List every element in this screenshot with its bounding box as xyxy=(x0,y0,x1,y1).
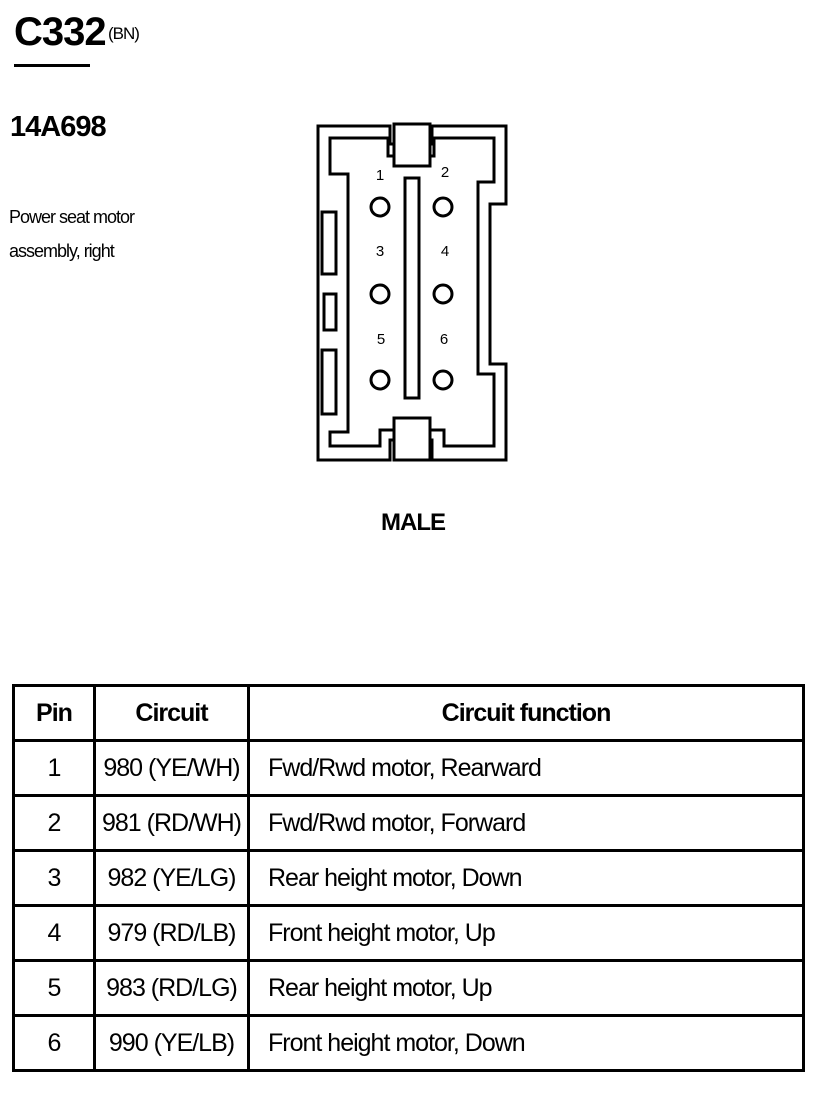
table-header-row: Pin Circuit Circuit function xyxy=(12,684,805,742)
side-tab-lower xyxy=(320,348,338,416)
column-header-circuit-function: Circuit function xyxy=(247,684,805,742)
pin-cavity-6 xyxy=(432,369,454,391)
bottom-latch-key xyxy=(392,416,432,462)
circuit-cell: 979 (RD/LB) xyxy=(93,904,250,962)
side-tab-middle xyxy=(322,292,338,332)
column-header-circuit: Circuit xyxy=(93,684,250,742)
pin-cell: 3 xyxy=(12,849,96,907)
table-row: 1 980 (YE/WH) Fwd/Rwd motor, Rearward xyxy=(12,739,805,797)
pin-number-label-5: 5 xyxy=(377,331,385,348)
component-description-line-2: assembly, right xyxy=(9,241,115,261)
circuit-cell: 982 (YE/LG) xyxy=(93,849,250,907)
pin-cell: 2 xyxy=(12,794,96,852)
pin-number-label-2: 2 xyxy=(441,164,449,181)
table-row: 2 981 (RD/WH) Fwd/Rwd motor, Forward xyxy=(12,794,805,852)
pin-cell: 4 xyxy=(12,904,96,962)
connector-gender-label: MALE xyxy=(381,509,446,536)
pin-number-label-6: 6 xyxy=(440,331,448,348)
pin-cavity-3 xyxy=(369,283,391,305)
connector-inner-outline xyxy=(328,136,496,448)
pin-cavity-4 xyxy=(432,283,454,305)
pin-number-label-3: 3 xyxy=(376,243,384,260)
part-number: 14A698 xyxy=(10,111,107,143)
pin-number-label-1: 1 xyxy=(376,167,384,184)
circuit-cell: 980 (YE/WH) xyxy=(93,739,250,797)
pin-cell: 6 xyxy=(12,1014,96,1072)
connector-face-diagram: 1 2 3 4 5 6 xyxy=(316,122,508,462)
pin-cavity-2 xyxy=(432,196,454,218)
pin-cavity-5 xyxy=(369,369,391,391)
circuit-function-cell: Front height motor, Down xyxy=(247,1014,805,1072)
table-row: 6 990 (YE/LB) Front height motor, Down xyxy=(12,1014,805,1072)
circuit-function-cell: Rear height motor, Up xyxy=(247,959,805,1017)
connector-color: (BN) xyxy=(108,24,140,43)
circuit-function-cell: Front height motor, Up xyxy=(247,904,805,962)
pin-cell: 5 xyxy=(12,959,96,1017)
circuit-function-cell: Rear height motor, Down xyxy=(247,849,805,907)
circuit-function-cell: Fwd/Rwd motor, Rearward xyxy=(247,739,805,797)
pin-cavity-1 xyxy=(369,196,391,218)
circuit-function-cell: Fwd/Rwd motor, Forward xyxy=(247,794,805,852)
top-latch-key xyxy=(392,122,432,168)
center-rib xyxy=(403,176,421,400)
table-row: 5 983 (RD/LG) Rear height motor, Up xyxy=(12,959,805,1017)
pin-cell: 1 xyxy=(12,739,96,797)
table-row: 4 979 (RD/LB) Front height motor, Up xyxy=(12,904,805,962)
pin-circuit-table: Pin Circuit Circuit function 1 980 (YE/W… xyxy=(12,684,805,1072)
side-tab-upper xyxy=(320,210,338,276)
circuit-cell: 981 (RD/WH) xyxy=(93,794,250,852)
circuit-cell: 990 (YE/LB) xyxy=(93,1014,250,1072)
column-header-pin: Pin xyxy=(12,684,96,742)
component-description: Power seat motor assembly, right xyxy=(9,200,159,268)
title-underline xyxy=(14,64,90,67)
circuit-cell: 983 (RD/LG) xyxy=(93,959,250,1017)
table-row: 3 982 (YE/LG) Rear height motor, Down xyxy=(12,849,805,907)
component-description-line-1: Power seat motor xyxy=(9,207,135,227)
pin-number-label-4: 4 xyxy=(441,243,449,260)
connector-id: C332 xyxy=(14,10,107,54)
